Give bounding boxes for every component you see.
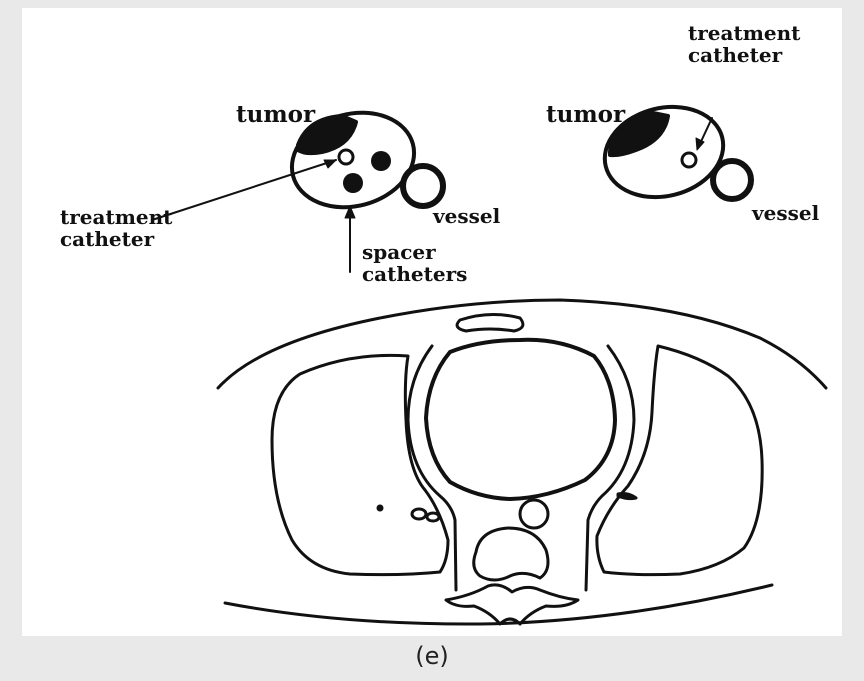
spacer-catheters-label: spacer catheters	[362, 241, 467, 285]
left-treatment-arrowhead	[324, 160, 336, 168]
left-spacer-catheter-2	[343, 173, 363, 193]
body-contour-bottom	[225, 585, 772, 624]
spinal-process	[446, 585, 578, 624]
right-treatment-catheter	[682, 153, 696, 167]
vertebral-body	[474, 528, 548, 580]
left-vessel-label: vessel	[433, 205, 500, 227]
right-tumor-label: tumor	[546, 104, 625, 126]
left-lung	[272, 355, 448, 574]
aorta	[520, 500, 548, 528]
left-treatment-arrow-line	[152, 160, 336, 220]
left-vessel	[403, 166, 443, 206]
right-bronchus	[618, 494, 636, 499]
left-airway-dot	[378, 506, 382, 510]
right-lung	[597, 346, 762, 575]
figure-caption: (e)	[0, 642, 864, 670]
left-spacer-catheter-1	[371, 151, 391, 171]
left-treatment-catheter	[339, 150, 353, 164]
body-contour-top	[218, 300, 826, 388]
right-vessel	[713, 161, 751, 199]
right-treatment-catheter-label: treatment catheter	[688, 22, 800, 66]
heart-mediastinum	[426, 340, 615, 499]
right-vessel-label: vessel	[752, 202, 819, 224]
sternum	[457, 314, 523, 331]
thorax-cross-section	[218, 300, 826, 624]
left-tumor-label: tumor	[236, 104, 315, 126]
left-treatment-catheter-label: treatment catheter	[60, 206, 172, 250]
left-bronchus-1	[412, 509, 426, 519]
left-bronchus-2	[427, 513, 439, 521]
